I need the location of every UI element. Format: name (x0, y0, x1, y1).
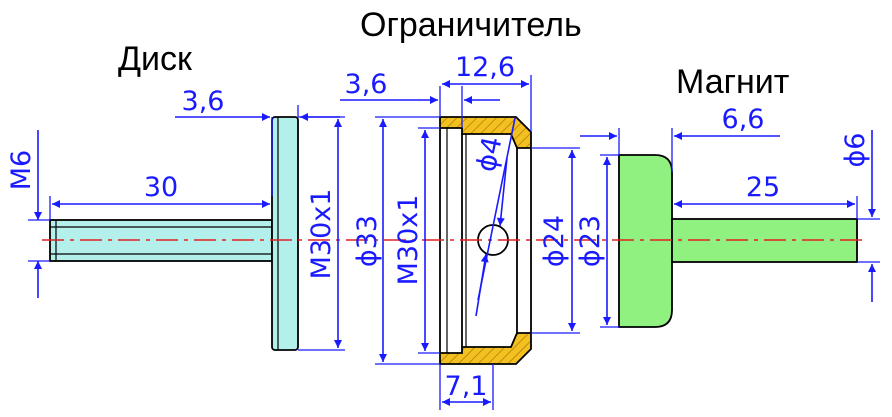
limiter-inner-width-label: 7,1 (445, 371, 488, 402)
limiter-dimensions: ϕ33 M30x1 3,6 12,6 ϕ4 7,1 ϕ24 (340, 52, 580, 410)
disk-flange (271, 116, 299, 351)
limiter-bore-label: ϕ24 (539, 215, 570, 267)
limiter-bottom-wall (439, 332, 532, 365)
disk-label: Диск (118, 40, 193, 78)
limiter-top-wall (439, 116, 532, 149)
disk-shaft-length-label: 30 (144, 172, 178, 203)
disk-thickness-label: 3,6 (182, 86, 225, 117)
magnet-dimensions: ϕ23 6,6 25 ϕ6 (575, 104, 880, 328)
magnet-shaft-length-label: 25 (746, 172, 780, 203)
limiter-depth-label: 3,6 (345, 69, 388, 100)
disk-dimensions: M6 30 3,6 M30x1 (6, 86, 345, 351)
magnet-label: Магнит (676, 63, 789, 101)
magnet-part (618, 154, 858, 328)
limiter-outer-diameter-label: ϕ33 (352, 215, 383, 267)
limiter-hole-label: ϕ4 (471, 134, 509, 175)
limiter-thread-label: M30x1 (393, 195, 424, 286)
magnet-diameter-label: ϕ23 (575, 215, 606, 267)
limiter-width-label: 12,6 (455, 52, 515, 83)
disk-part (49, 116, 299, 351)
limiter-label: Ограничитель (360, 6, 582, 44)
magnet-thickness-label: 6,6 (722, 104, 765, 135)
disk-thread-outer-label: M30x1 (306, 189, 337, 280)
disk-thread-label: M6 (6, 150, 37, 190)
magnet-shaft-diameter-label: ϕ6 (840, 133, 871, 168)
magnet-body (618, 154, 673, 328)
